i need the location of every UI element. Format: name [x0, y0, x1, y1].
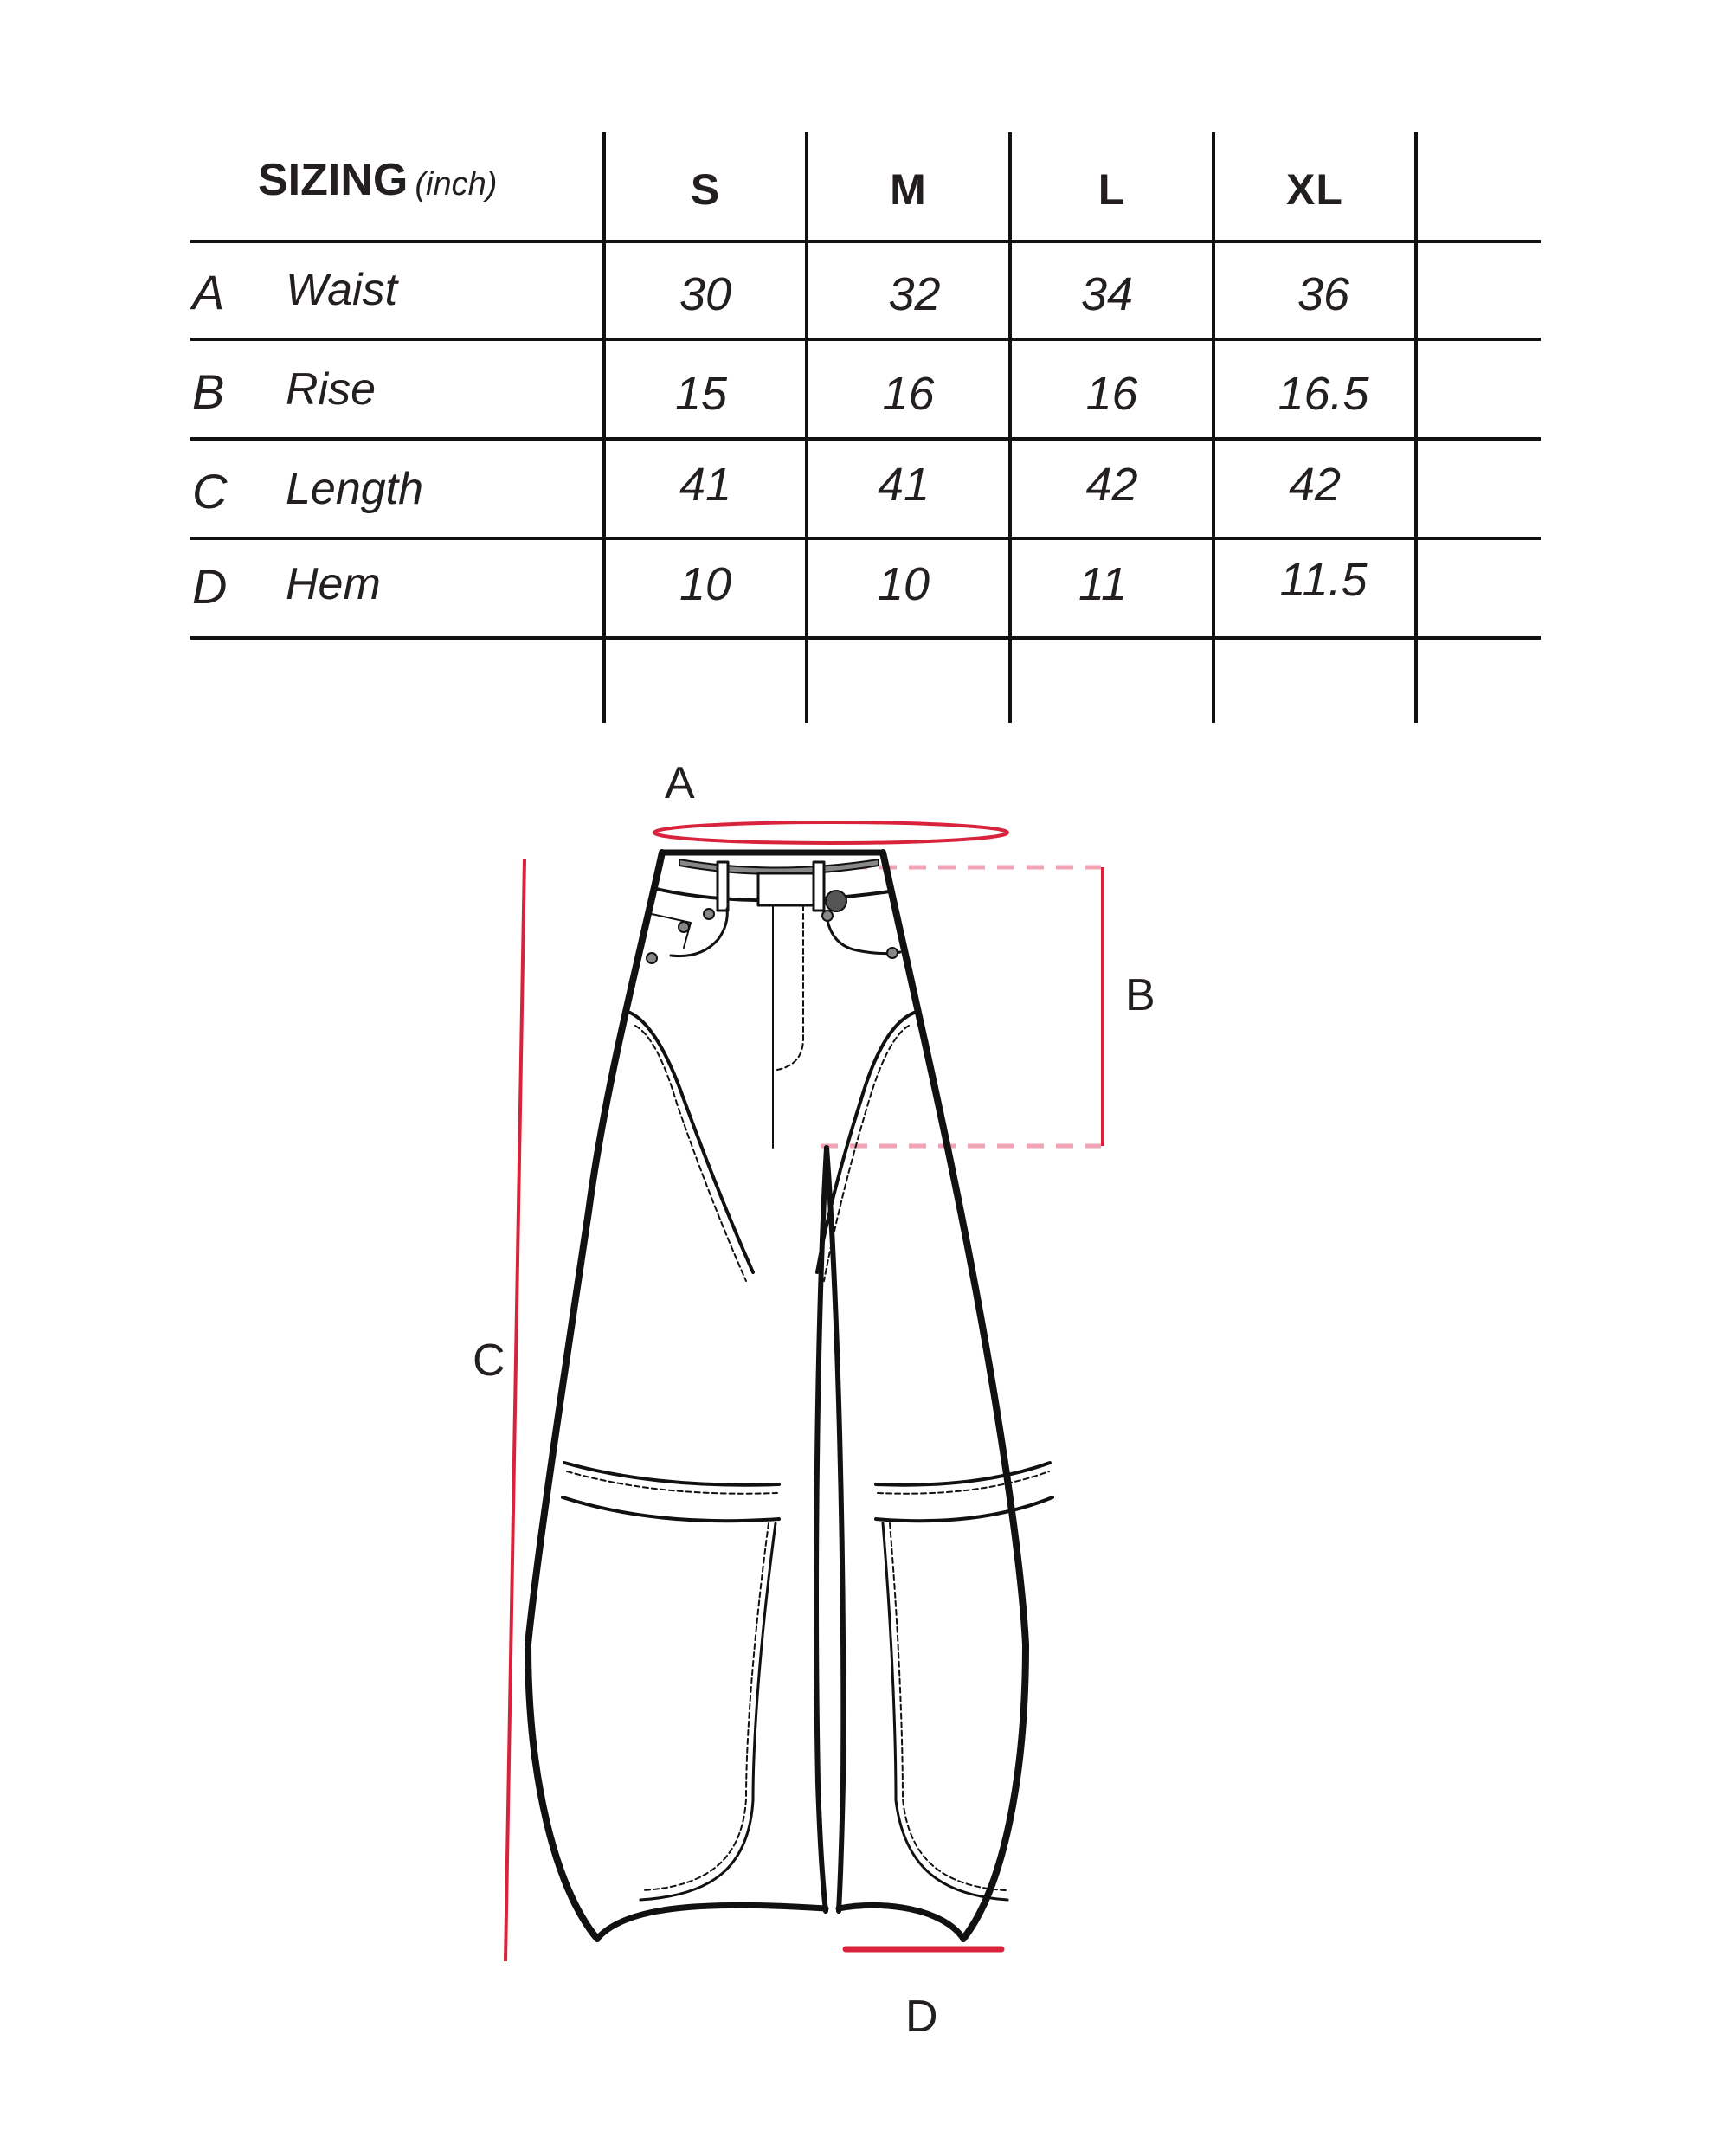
left-outer-seam [525, 849, 666, 1942]
size-header-m: M [890, 164, 927, 214]
rivet-icon [886, 947, 898, 959]
right-outer-seam [879, 849, 1029, 1942]
label-c: C [473, 1335, 505, 1386]
coin-pocket [651, 913, 692, 949]
waistband-inner-shadow [679, 859, 879, 875]
value-waist-l: 34 [1080, 268, 1134, 320]
value-length-xl: 42 [1288, 459, 1342, 511]
right-pocket [825, 914, 902, 956]
table-unit: (inch) [415, 166, 498, 203]
table-rule [190, 636, 1541, 640]
fly-stitch [776, 904, 804, 1071]
right-lower-stitch [889, 1522, 1007, 1891]
right-knee-band-top [874, 1461, 1052, 1487]
table-rule [190, 437, 1541, 441]
row-letter-c: C [192, 464, 228, 518]
table-col-rule [1008, 132, 1012, 723]
belt-loop-right [812, 860, 826, 912]
row-name-hem: Hem [286, 559, 381, 609]
table-rule [190, 240, 1541, 243]
belt-loop-left [716, 860, 730, 912]
left-lower-panel [639, 1522, 777, 1902]
right-inseam [824, 1145, 846, 1914]
right-hem [835, 1902, 967, 1942]
right-thigh-panel [815, 1011, 916, 1274]
row-name-rise: Rise [286, 364, 377, 415]
waist-measure-ellipse [653, 821, 1009, 845]
row-name-waist: Waist [286, 265, 398, 315]
right-knee-stitch [877, 1471, 1050, 1495]
left-lower-stitch [641, 1522, 769, 1891]
table-rule [190, 338, 1541, 341]
value-rise-s: 15 [674, 368, 728, 420]
rivet-icon [678, 921, 690, 933]
value-length-s: 41 [679, 459, 732, 511]
left-inseam [814, 1145, 829, 1914]
left-pocket [669, 907, 729, 958]
label-a: A [665, 758, 695, 808]
value-rise-l: 16 [1085, 368, 1138, 420]
size-header-l: L [1097, 164, 1126, 214]
table-rule [190, 537, 1541, 540]
left-hem [594, 1902, 829, 1942]
row-letter-b: B [192, 364, 225, 419]
button-tab [756, 872, 816, 907]
label-b: B [1125, 970, 1155, 1020]
left-knee-stitch [566, 1471, 778, 1495]
sizing-table: SIZING (inch) S M L XL A Waist 30 32 34 … [0, 0, 1725, 727]
value-hem-s: 10 [679, 558, 732, 610]
table-col-rule [805, 132, 808, 723]
table-title-text: SIZING [258, 155, 409, 205]
value-hem-m: 10 [877, 558, 930, 610]
table-col-rule [1414, 132, 1418, 723]
left-thigh-panel [628, 1011, 755, 1274]
table-title: SIZING (inch) [258, 154, 497, 206]
rivet-icon [821, 910, 834, 922]
value-length-m: 41 [877, 459, 930, 511]
size-header-xl: XL [1286, 164, 1343, 214]
left-thigh-stitch [634, 1025, 747, 1282]
value-waist-m: 32 [888, 268, 941, 320]
row-letter-a: A [192, 265, 225, 319]
value-length-l: 42 [1085, 459, 1138, 511]
label-d: D [905, 1992, 938, 2042]
value-rise-xl: 16.5 [1278, 368, 1369, 420]
row-name-length: Length [286, 464, 424, 514]
size-header-s: S [690, 164, 721, 214]
table-col-rule [1212, 132, 1215, 723]
left-knee-band-top [563, 1461, 781, 1487]
rivet-icon [703, 908, 715, 920]
value-waist-s: 30 [679, 268, 732, 320]
value-rise-m: 16 [882, 368, 935, 420]
length-measure-line [504, 858, 526, 1962]
table-col-rule [602, 132, 606, 723]
value-hem-l: 11 [1078, 558, 1128, 610]
value-hem-xl: 11.5 [1279, 554, 1368, 606]
left-knee-band-bottom [561, 1496, 781, 1523]
row-letter-d: D [192, 559, 228, 614]
right-thigh-stitch [823, 1025, 910, 1282]
value-waist-xl: 36 [1297, 268, 1350, 320]
rivet-icon [646, 952, 658, 964]
right-knee-band-bottom [874, 1496, 1054, 1523]
button-icon [825, 890, 847, 912]
right-lower-panel [881, 1522, 1009, 1902]
